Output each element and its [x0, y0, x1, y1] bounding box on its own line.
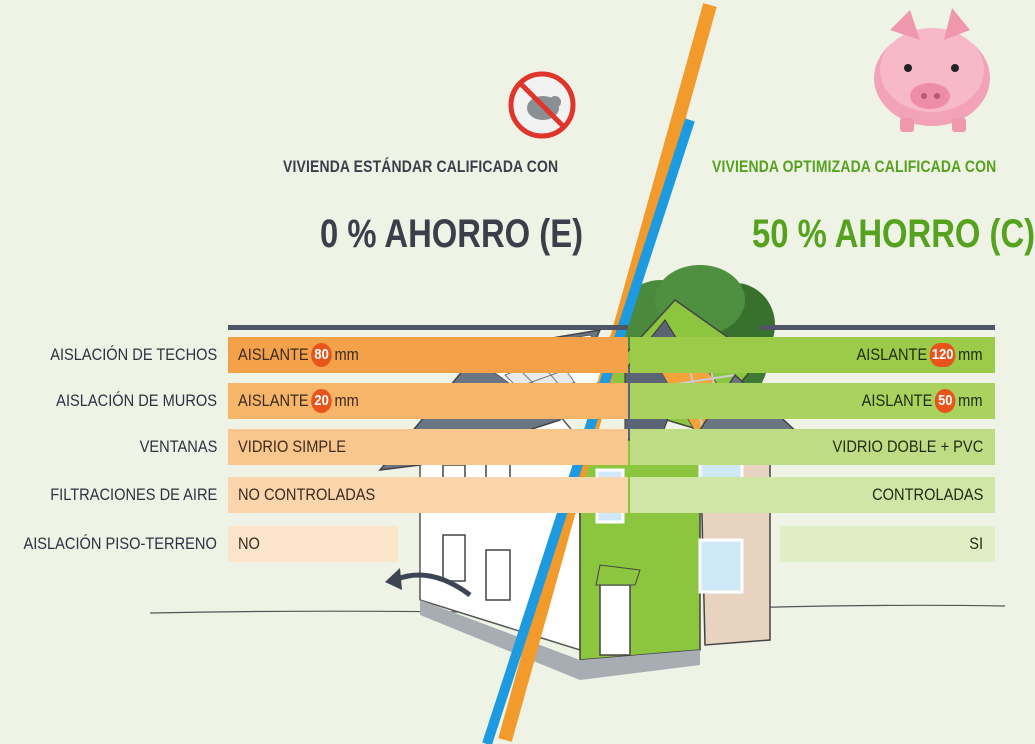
left-roof-unit: mm — [334, 345, 359, 364]
right-roof-unit: mm — [958, 345, 983, 364]
right-walls-unit: mm — [958, 391, 983, 410]
row-label-air-leaks: FILTRACIONES DE AIRE — [49, 485, 217, 504]
standard-home-subtitle: VIVIENDA ESTÁNDAR CALIFICADA CON — [283, 157, 559, 176]
right-walls-insulation-label: AISLANTE — [862, 391, 933, 410]
row-label-roof: AISLACIÓN DE TECHOS — [49, 345, 217, 364]
right-cell-air-leaks: CONTROLADAS — [630, 477, 995, 513]
left-walls-insulation-label: AISLANTE — [238, 391, 309, 410]
left-air-leaks-value: NO CONTROLADAS — [238, 485, 376, 504]
standard-home-savings-title: 0 % AHORRO (E) — [320, 212, 584, 256]
left-roof-thickness-badge: 80 — [311, 342, 332, 367]
left-walls-unit: mm — [334, 391, 359, 410]
right-table-top-line — [760, 325, 995, 330]
right-roof-thickness-badge: 120 — [930, 342, 957, 367]
right-windows-value: VIDRIO DOBLE + PVC — [832, 437, 983, 456]
right-walls-thickness-badge: 50 — [935, 388, 957, 413]
right-cell-floor: SI — [780, 526, 995, 562]
left-roof-insulation-label: AISLANTE — [238, 345, 309, 364]
left-cell-windows: VIDRIO SIMPLE — [228, 429, 628, 465]
left-floor-value: NO — [238, 534, 260, 553]
right-roof-insulation-label: AISLANTE — [856, 345, 928, 364]
left-cell-air-leaks: NO CONTROLADAS — [228, 477, 628, 513]
optimized-home-subtitle: VIVIENDA OPTIMIZADA CALIFICADA CON — [712, 157, 997, 176]
right-floor-value: SI — [969, 534, 983, 553]
row-label-walls: AISLACIÓN DE MUROS — [56, 391, 217, 410]
piggy-bank-icon — [860, 0, 1000, 135]
left-walls-thickness-badge: 20 — [311, 388, 332, 413]
right-cell-windows: VIDRIO DOBLE + PVC — [630, 429, 995, 465]
left-table-top-line — [228, 325, 628, 330]
left-cell-floor: NO — [228, 526, 398, 562]
left-windows-value: VIDRIO SIMPLE — [238, 437, 347, 456]
optimized-home-savings-title: 50 % AHORRO (C) — [752, 212, 1035, 256]
row-label-windows: VENTANAS — [139, 437, 217, 456]
crossed-piggy-bank-icon — [507, 70, 577, 140]
right-air-leaks-value: CONTROLADAS — [871, 485, 983, 504]
row-label-floor: AISLACIÓN PISO-TERRENO — [23, 534, 217, 553]
